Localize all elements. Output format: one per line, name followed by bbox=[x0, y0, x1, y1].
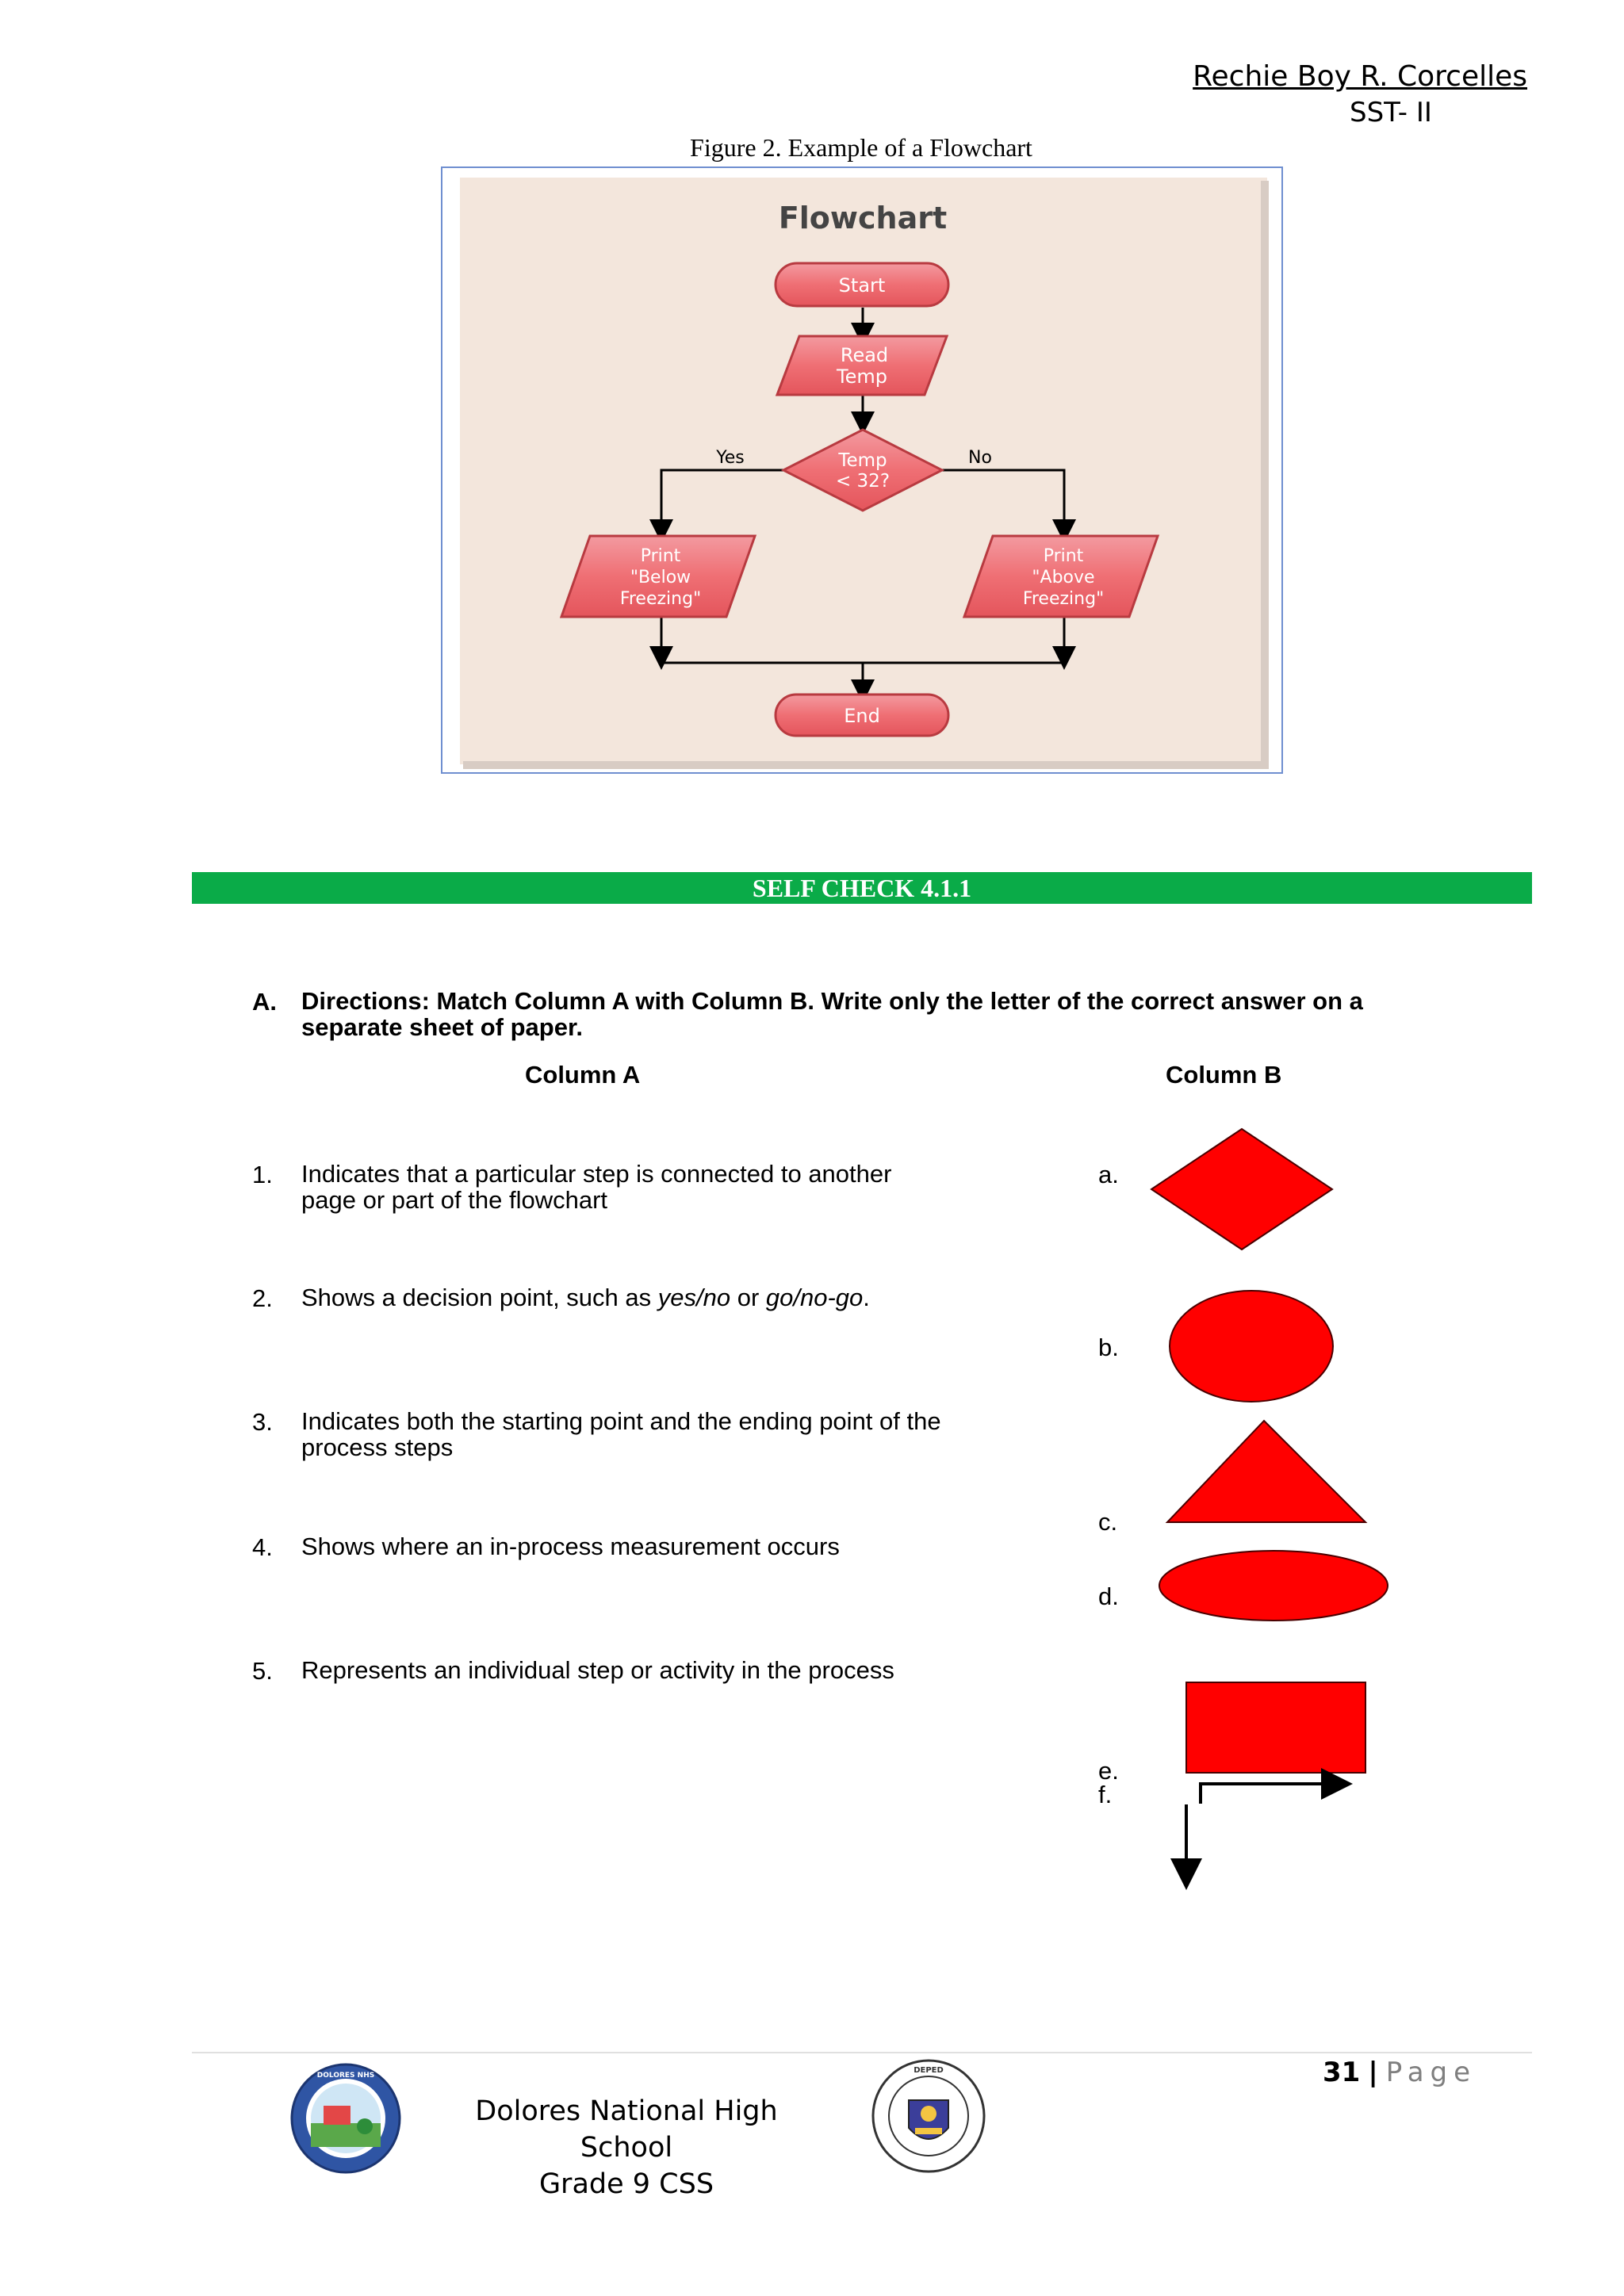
read-temp-input bbox=[775, 335, 949, 396]
circle-shape bbox=[1169, 1290, 1334, 1402]
page-separator: | bbox=[1368, 2057, 1378, 2088]
figure-caption: Figure 2. Example of a Flowchart bbox=[690, 133, 1032, 162]
right-label-2: "Above bbox=[1032, 568, 1094, 587]
triangle-shape bbox=[1165, 1419, 1368, 1523]
flowchart-diagram: Flowchart Start Read Temp Temp < 32? Yes… bbox=[460, 178, 1269, 769]
item-3-text: Indicates both the starting point and th… bbox=[301, 1407, 941, 1461]
yes-label: Yes bbox=[715, 448, 745, 468]
rectangle-shape bbox=[1185, 1682, 1366, 1774]
item-2-em-1: yes/no bbox=[657, 1284, 731, 1311]
document-code: SST- II bbox=[1350, 97, 1432, 128]
end-label: End bbox=[844, 705, 880, 727]
item-2-text-after: . bbox=[863, 1284, 870, 1311]
page-number-value: 31 bbox=[1323, 2057, 1361, 2088]
left-label-3: Freezing" bbox=[620, 589, 701, 609]
read-label-2: Temp bbox=[836, 365, 887, 388]
page-number: 31|Page bbox=[1323, 2057, 1477, 2088]
svg-text:DOLORES NHS: DOLORES NHS bbox=[317, 2072, 374, 2080]
item-2-text-before: Shows a decision point, such as bbox=[301, 1284, 658, 1311]
directions-text: Directions: Match Column A with Column B… bbox=[301, 987, 1363, 1041]
right-label-1: Print bbox=[1044, 546, 1084, 566]
self-check-banner: SELF CHECK 4.1.1 bbox=[192, 872, 1532, 904]
right-label-3: Freezing" bbox=[1023, 589, 1104, 609]
author-name: Rechie Boy R. Corcelles bbox=[1193, 60, 1527, 93]
item-2-em-2: go/no-go bbox=[765, 1284, 864, 1311]
directions-letter: A. bbox=[252, 988, 277, 1016]
end-terminal bbox=[774, 693, 950, 737]
item-1-text: Indicates that a particular step is conn… bbox=[301, 1160, 892, 1214]
item-2-text: Shows a decision point, such as yes/no o… bbox=[301, 1284, 952, 1311]
column-b-shapes bbox=[1150, 1127, 1388, 1890]
start-label: Start bbox=[839, 274, 886, 297]
option-a-letter: a. bbox=[1098, 1161, 1119, 1188]
item-4-number: 4. bbox=[252, 1533, 273, 1561]
read-label-1: Read bbox=[841, 344, 888, 366]
option-f-letter: f. bbox=[1098, 1781, 1113, 1808]
left-label-1: Print bbox=[641, 546, 681, 566]
decision-diamond bbox=[780, 428, 945, 512]
option-b-letter: b. bbox=[1098, 1334, 1119, 1361]
footer-divider bbox=[192, 2052, 1532, 2053]
no-label: No bbox=[968, 448, 992, 468]
option-c-letter: c. bbox=[1098, 1508, 1118, 1536]
item-5-number: 5. bbox=[252, 1657, 273, 1685]
school-logo-icon: DOLORES NHS bbox=[290, 2063, 401, 2174]
item-5-text: Represents an individual step or activit… bbox=[301, 1656, 894, 1684]
item-3-number: 3. bbox=[252, 1408, 273, 1436]
option-e-letter: e. bbox=[1098, 1757, 1119, 1785]
flowchart-figure: Flowchart Start Read Temp Temp < 32? Yes… bbox=[441, 166, 1283, 774]
school-info: Dolores National High School Grade 9 CSS bbox=[428, 2093, 825, 2202]
item-2-number: 2. bbox=[252, 1284, 273, 1312]
page-word: Page bbox=[1385, 2057, 1477, 2088]
diamond-shape bbox=[1150, 1127, 1334, 1251]
decision-label-1: Temp bbox=[837, 450, 887, 471]
item-2-mid: or bbox=[730, 1284, 766, 1311]
decision-label-2: < 32? bbox=[836, 471, 890, 492]
column-b-heading: Column B bbox=[1166, 1061, 1282, 1089]
school-grade: Grade 9 CSS bbox=[538, 2168, 714, 2200]
flowchart-title: Flowchart bbox=[779, 201, 947, 235]
print-below-freezing bbox=[559, 534, 757, 618]
item-4-text: Shows where an in-process measurement oc… bbox=[301, 1533, 840, 1560]
deped-seal-icon: DEPED bbox=[869, 2057, 988, 2175]
print-above-freezing bbox=[962, 534, 1160, 618]
column-a-heading: Column A bbox=[525, 1061, 641, 1089]
left-label-2: "Below bbox=[630, 568, 691, 587]
arrow-right-icon bbox=[1199, 1768, 1353, 1804]
svg-text:DEPED: DEPED bbox=[914, 2066, 944, 2075]
item-1-number: 1. bbox=[252, 1161, 273, 1188]
school-name: Dolores National High School bbox=[475, 2095, 778, 2164]
option-d-letter: d. bbox=[1098, 1582, 1119, 1610]
ellipse-shape bbox=[1159, 1550, 1388, 1621]
start-terminal bbox=[774, 262, 950, 308]
